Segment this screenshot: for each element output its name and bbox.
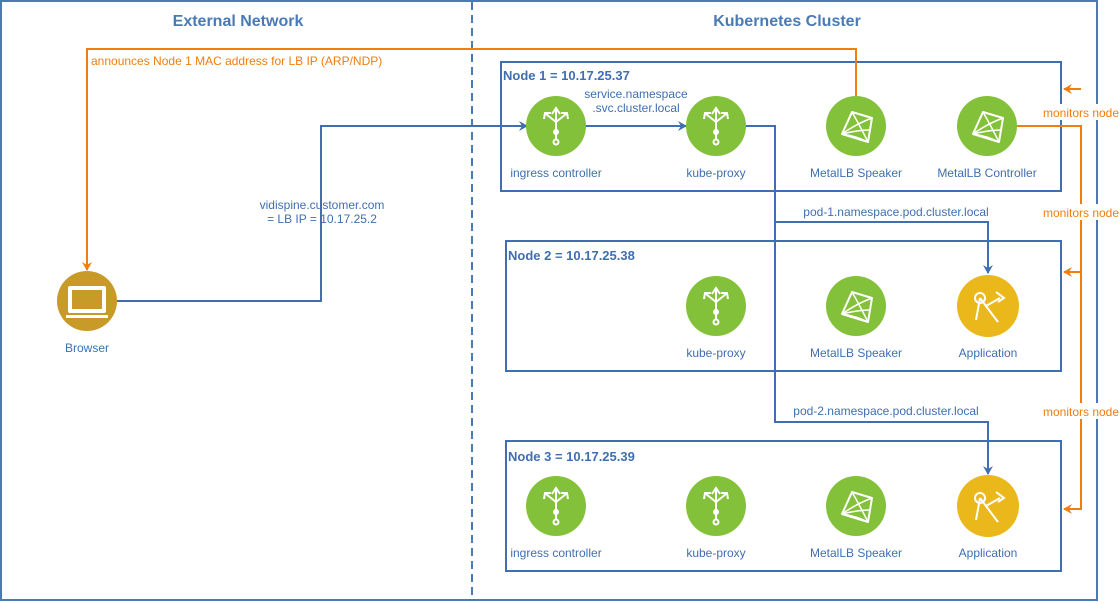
kube-proxy-icon [686,476,746,536]
kubernetes-cluster-title: Kubernetes Cluster [713,13,861,30]
node2-title: Node 2 = 10.17.25.38 [508,248,635,263]
node2-application-label: Application [959,346,1018,360]
kube-proxy-icon [686,96,746,156]
outer-frame [0,0,1098,601]
node3-title: Node 3 = 10.17.25.39 [508,449,635,464]
monitors-node2-label: monitors node [1043,206,1119,220]
node1-speaker-label: MetalLB Speaker [810,166,902,180]
node2-speaker-label: MetalLB Speaker [810,346,902,360]
node1-kube-proxy-label: kube-proxy [686,166,745,180]
node3-speaker-label: MetalLB Speaker [810,546,902,560]
application-icon [957,275,1019,337]
metallb-controller-icon [957,96,1017,156]
dns-label-line1: vidispine.customer.com [260,198,385,212]
pod2-label: pod-2.namespace.pod.cluster.local [793,404,978,418]
announce-edge [82,48,857,271]
node1-title: Node 1 = 10.17.25.37 [503,68,630,83]
node1-controller-label: MetalLB Controller [937,166,1036,180]
dns-label-line2: = LB IP = 10.17.25.2 [267,212,377,226]
announce-label: announces Node 1 MAC address for LB IP (… [91,54,382,68]
node3-kube-proxy-label: kube-proxy [686,546,745,560]
ingress-controller-icon [526,96,586,156]
metallb-speaker-icon [826,476,886,536]
monitors-node1-label: monitors node [1043,106,1119,120]
kube-proxy-icon [686,276,746,336]
node1-ingress-label: ingress controller [510,166,601,180]
metallb-speaker-icon [826,96,886,156]
pod2-edge [774,222,993,475]
node2-box [505,240,1062,372]
ingress-controller-icon [526,476,586,536]
node2-kube-proxy-label: kube-proxy [686,346,745,360]
pod1-label: pod-1.namespace.pod.cluster.local [803,205,988,219]
service-label-line2: .svc.cluster.local [592,101,679,115]
node3-application-label: Application [959,546,1018,560]
monitor-node3-edge [1017,125,1082,514]
application-icon [957,475,1019,537]
browser-icon [57,271,117,331]
monitors-node3-label: monitors node [1043,405,1119,419]
service-label-line1: service.namespace [584,87,688,101]
browser-label: Browser [65,341,109,355]
external-network-title: External Network [173,13,304,30]
node3-box [505,440,1062,572]
node3-ingress-label: ingress controller [510,546,601,560]
metallb-speaker-icon [826,276,886,336]
browser-to-ingress-edge [117,121,528,302]
